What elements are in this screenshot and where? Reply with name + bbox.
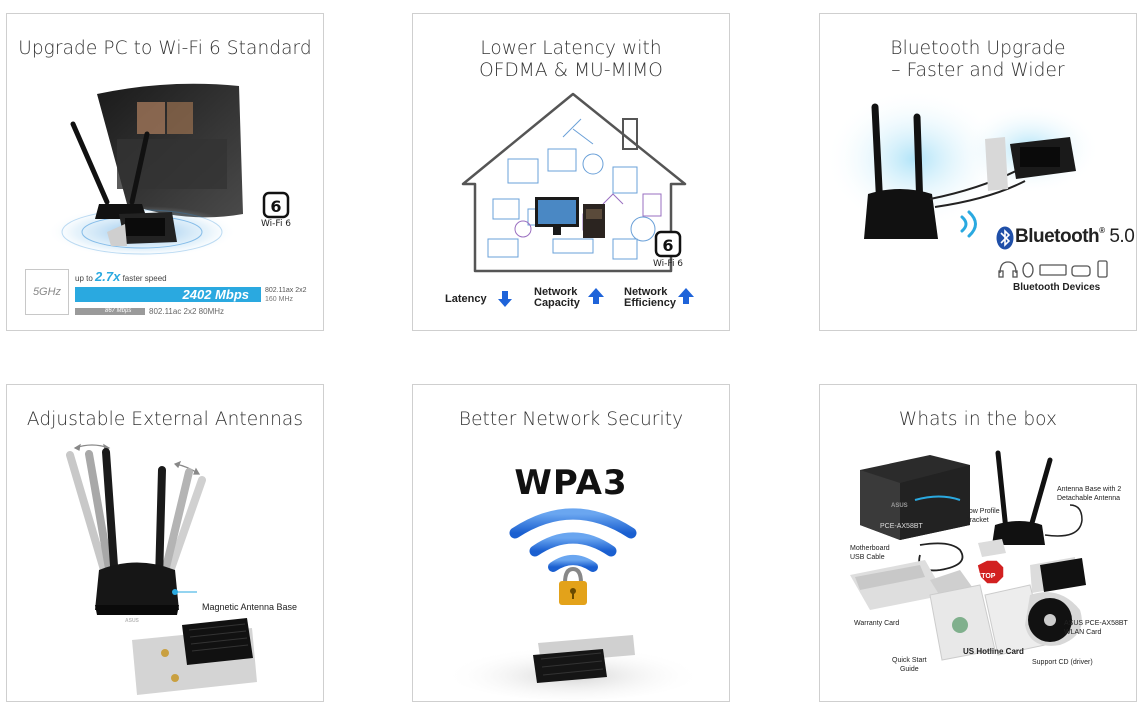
- item-warranty-card: Warranty Card: [854, 620, 900, 627]
- speedup-suffix: faster speed: [122, 274, 167, 283]
- bluetooth-logo: Bluetooth® 5.0: [1015, 226, 1135, 247]
- title-line2: – Faster and Wider: [891, 60, 1065, 81]
- title-line1: Lower Latency with: [480, 38, 662, 59]
- wifi6-label: Wi-Fi 6: [652, 259, 684, 269]
- bluetooth-devices-icons: [998, 260, 1108, 278]
- wifi-lock-icon: [509, 508, 637, 605]
- wifi6-logo-icon: 6: [654, 230, 682, 258]
- card-adjustable-antennas: Adjustable External Antennas ASUS Magnet…: [6, 384, 324, 702]
- card-title: Upgrade PC to Wi-Fi 6 Standard: [18, 38, 312, 59]
- box-brand: ASUS: [891, 503, 908, 509]
- ac-speed-bar: 867 Mbps: [75, 308, 145, 315]
- card-title: Bluetooth Upgrade – Faster and Wider: [820, 38, 1136, 82]
- svg-text:6: 6: [662, 236, 673, 255]
- card-title: Lower Latency with OFDMA & MU-MIMO: [413, 38, 729, 82]
- arrow-down-icon: [498, 291, 512, 307]
- adjustable-antenna-illustration: [66, 443, 257, 695]
- metric-network-capacity: Network Capacity: [534, 286, 580, 309]
- card-title: Adjustable External Antennas: [26, 409, 304, 430]
- bluetooth-card-illustration: [825, 89, 1100, 239]
- metric-latency: Latency: [445, 293, 487, 305]
- smart-home-house-icon: [461, 92, 687, 273]
- box-model: PCE-AX58BT: [880, 523, 923, 530]
- ax-spec-line1: 802.11ax 2x2: [265, 287, 307, 294]
- wifi6-logo-icon: 6: [262, 191, 290, 219]
- arrow-up-icon: [678, 288, 694, 304]
- wifi-card-illustration: [443, 635, 703, 700]
- item-support-cd: Support CD (driver): [1032, 659, 1093, 666]
- svg-text:6: 6: [270, 197, 281, 216]
- bluetooth-icon: [996, 226, 1014, 250]
- card-network-security: Better Network Security WPA3: [412, 384, 730, 702]
- bluetooth-brand: Bluetooth: [1015, 226, 1100, 247]
- stop-sign-label: STOP: [976, 573, 996, 580]
- card-title: Whats in the box: [898, 409, 1058, 430]
- title-line2: OFDMA & MU-MIMO: [479, 60, 663, 81]
- arrow-up-icon: [588, 288, 604, 304]
- speedup-text: up to 2.7x faster speed: [75, 269, 167, 284]
- ax-speed-bar: 2402 Mbps: [75, 287, 261, 302]
- signal-waves-icon: [960, 210, 977, 238]
- speedup-value: 2.7x: [95, 269, 121, 284]
- speedup-prefix: up to: [75, 274, 93, 283]
- box-contents-illustration: [850, 450, 1086, 661]
- bluetooth-version: 5.0: [1109, 226, 1135, 247]
- card-low-latency: Lower Latency with OFDMA & MU-MIMO 6 Wi-…: [412, 13, 730, 331]
- wpa3-label: WPA3: [514, 463, 628, 503]
- pc-wifi-card-illustration: [47, 83, 243, 258]
- magnetic-base-callout: Magnetic Antenna Base: [202, 602, 298, 612]
- card-wifi6-upgrade: Upgrade PC to Wi-Fi 6 Standard 6: [6, 13, 324, 331]
- band-label: 5GHz: [32, 286, 62, 298]
- title-line1: Bluetooth Upgrade: [890, 38, 1066, 59]
- card-bluetooth-upgrade: Bluetooth Upgrade – Faster and Wider Blu…: [819, 13, 1137, 331]
- ac-spec: 802.11ac 2x2 80MHz: [149, 307, 225, 316]
- band-box: 5GHz: [25, 269, 69, 315]
- asus-logo: ASUS: [125, 618, 139, 624]
- metric-network-efficiency: Network Efficiency: [624, 286, 676, 309]
- wifi6-label: Wi-Fi 6: [260, 219, 292, 229]
- metric-label: Latency: [445, 293, 487, 305]
- card-whats-in-the-box: Whats in the box ASUS PCE-AX58BT STOP Lo…: [819, 384, 1137, 702]
- item-us-hotline-card: US Hotline Card: [963, 647, 1024, 656]
- bluetooth-devices-label: Bluetooth Devices: [1013, 282, 1101, 293]
- ax-spec-line2: 160 MHz: [265, 296, 294, 303]
- card-title: Better Network Security: [458, 409, 684, 430]
